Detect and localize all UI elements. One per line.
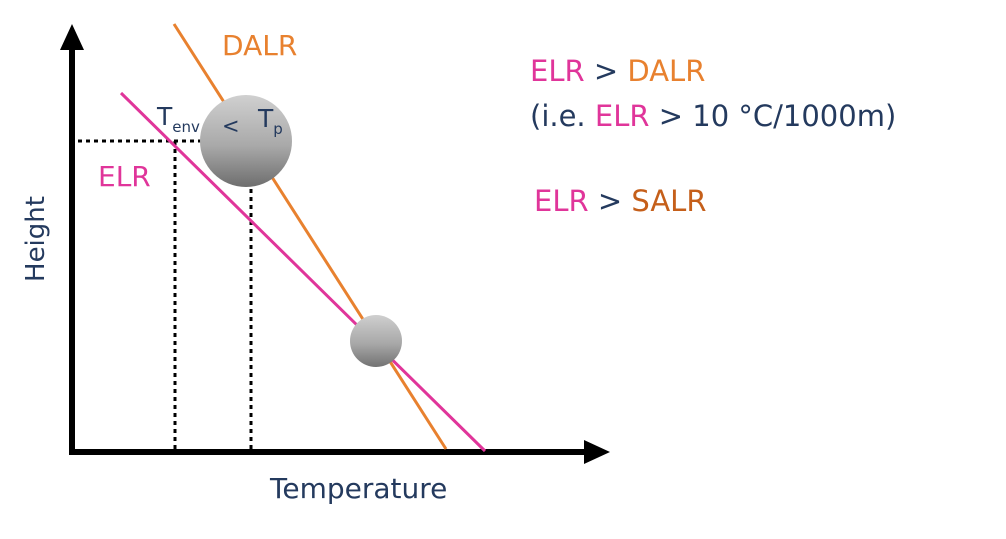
dalr-line [172, 23, 448, 450]
condition2-elr: ELR [594, 99, 650, 133]
y-axis-label: Height [21, 196, 51, 282]
t-p-label: Tp [258, 104, 283, 138]
condition-elr-gt-dalr: ELR > DALR [530, 54, 705, 88]
condition2-value: 10 °C/1000m) [692, 99, 897, 133]
condition1-elr: ELR [530, 54, 585, 88]
t-env-label: Tenv [157, 102, 200, 136]
elr-label: ELR [98, 160, 151, 193]
air-parcel-upper [200, 95, 292, 187]
t-env-subscript: env [172, 118, 200, 136]
condition2-operator: > [658, 99, 684, 133]
x-axis-label: Temperature [270, 472, 448, 505]
condition3-elr: ELR [534, 184, 589, 218]
condition3-salr: SALR [631, 184, 707, 218]
x-axis-arrowhead [584, 440, 610, 464]
condition-elr-gt-salr: ELR > SALR [534, 184, 706, 218]
air-parcel-lower [350, 315, 402, 367]
condition1-operator: > [593, 54, 619, 88]
t-p-subscript: p [273, 120, 283, 138]
t-p-main: T [258, 104, 274, 133]
condition3-operator: > [597, 184, 623, 218]
condition1-dalr: DALR [627, 54, 706, 88]
condition-ie-value: (i.e. ELR > 10 °C/1000m) [530, 99, 896, 133]
y-axis-arrowhead [60, 24, 84, 50]
dalr-label: DALR [222, 29, 298, 62]
t-env-main: T [157, 102, 173, 131]
condition2-open: (i.e. [530, 99, 595, 133]
elr-line [119, 91, 487, 453]
less-than-symbol: < [222, 114, 240, 138]
